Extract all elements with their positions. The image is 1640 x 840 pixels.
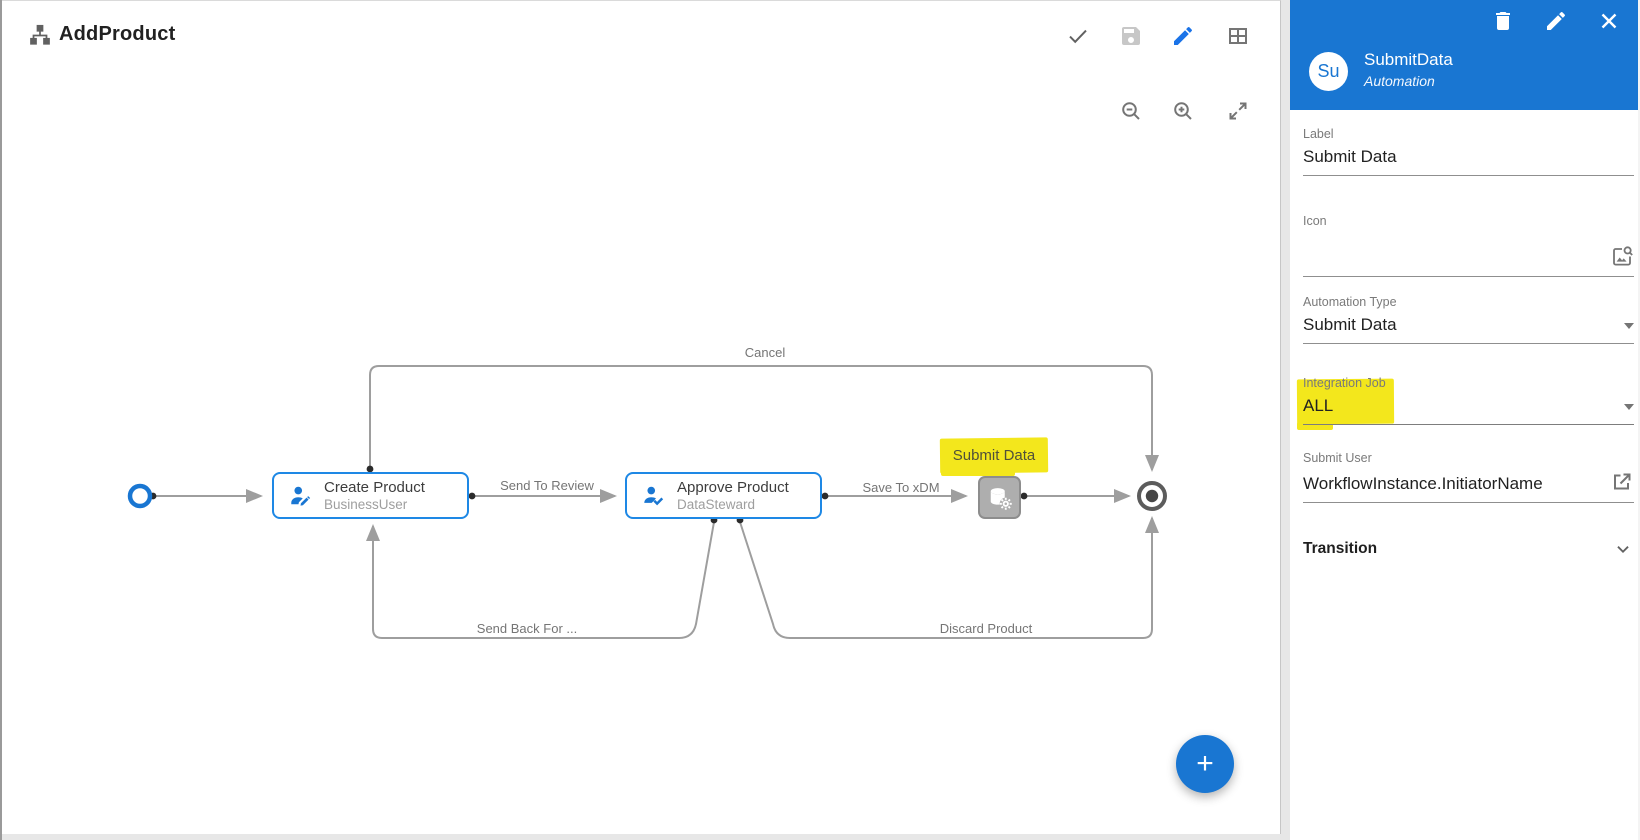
node-subtitle: BusinessUser xyxy=(324,496,408,512)
edit-properties-button[interactable] xyxy=(1544,9,1570,35)
edge-label-send-to-review[interactable]: Send To Review xyxy=(496,478,598,493)
pencil-icon xyxy=(1547,11,1565,31)
node-submit-data-label[interactable]: Submit Data xyxy=(952,447,1036,464)
panel-subtitle: Automation xyxy=(1364,73,1435,89)
user-check-icon xyxy=(644,486,664,506)
table-view-icon xyxy=(1229,28,1247,44)
user-edit-icon xyxy=(291,486,311,506)
close-panel-button[interactable] xyxy=(1597,9,1623,35)
zoom-out-button[interactable] xyxy=(1118,98,1144,124)
node-subtitle: DataSteward xyxy=(677,496,756,512)
transition-section-toggle[interactable]: Transition xyxy=(1303,538,1634,560)
edit-button[interactable] xyxy=(1170,23,1196,49)
window-edge xyxy=(0,0,2,840)
pencil-icon xyxy=(1174,26,1192,45)
edge-label-cancel[interactable]: Cancel xyxy=(740,345,790,360)
edge-label-save-to-xdm[interactable]: Save To xDM xyxy=(858,480,944,495)
field-submit-user-caption: Submit User xyxy=(1303,451,1372,465)
field-integration-job: Integration Job ALL xyxy=(1296,376,1634,430)
submit-data-highlight-tail xyxy=(941,469,1015,476)
plus-icon: + xyxy=(1196,747,1214,780)
edge-cancel xyxy=(369,365,1159,472)
integration-job-value[interactable]: ALL xyxy=(1303,396,1334,415)
submit-user-value[interactable]: WorkflowInstance.InitiatorName xyxy=(1303,474,1543,493)
edge-label-discard[interactable]: Discard Product xyxy=(935,621,1037,636)
workflow-edges xyxy=(127,365,1167,639)
chevron-down-icon[interactable] xyxy=(1624,323,1634,329)
properties-panel: Su SubmitData Automation Label Submit Da… xyxy=(1290,0,1638,840)
check-icon xyxy=(1069,29,1087,44)
close-icon xyxy=(1601,13,1617,29)
save-button[interactable] xyxy=(1118,23,1144,49)
field-submit-user: Submit User WorkflowInstance.InitiatorNa… xyxy=(1303,451,1634,503)
node-submit-data-automation[interactable] xyxy=(978,476,1021,519)
edge-label-send-back[interactable]: Send Back For ... xyxy=(472,621,582,636)
edge-send-back xyxy=(366,521,715,639)
image-search-icon[interactable] xyxy=(1610,244,1634,268)
workflow-canvas[interactable]: AddProduct xyxy=(2,0,1281,834)
node-approve-product[interactable]: Approve Product DataSteward xyxy=(625,472,822,519)
node-title: Create Product xyxy=(324,478,425,496)
avatar: Su xyxy=(1309,52,1348,91)
chevron-down-icon[interactable] xyxy=(1624,404,1634,410)
integration-job-highlight-tail xyxy=(1297,422,1333,430)
workflow-icon xyxy=(30,24,50,45)
open-in-new-icon[interactable] xyxy=(1610,470,1634,494)
submit-user-input[interactable]: WorkflowInstance.InitiatorName xyxy=(1303,470,1634,503)
panel-scrollbar[interactable] xyxy=(1638,0,1640,840)
label-value[interactable]: Submit Data xyxy=(1303,147,1397,166)
zoom-in-button[interactable] xyxy=(1170,98,1196,124)
panel-header: Su SubmitData Automation xyxy=(1290,0,1638,110)
zoom-in-icon xyxy=(1174,102,1192,120)
field-integration-job-caption: Integration Job xyxy=(1303,376,1386,390)
zoom-out-icon xyxy=(1122,102,1140,120)
field-icon-caption: Icon xyxy=(1303,214,1327,228)
page-title: AddProduct xyxy=(59,23,176,45)
transition-section-title: Transition xyxy=(1303,540,1378,557)
edge-discard xyxy=(739,516,1159,639)
icon-input[interactable] xyxy=(1303,233,1634,277)
fit-screen-icon xyxy=(1229,102,1247,120)
node-create-product[interactable]: Create Product BusinessUser xyxy=(272,472,469,519)
field-icon: Icon xyxy=(1303,214,1634,277)
add-button[interactable]: + xyxy=(1176,735,1234,793)
delete-button[interactable] xyxy=(1491,9,1517,35)
field-label: Label Submit Data xyxy=(1303,127,1634,176)
trash-icon xyxy=(1496,12,1510,30)
fit-screen-button[interactable] xyxy=(1225,98,1251,124)
field-automation-type-caption: Automation Type xyxy=(1303,295,1397,309)
label-input[interactable]: Submit Data xyxy=(1303,146,1634,176)
table-view-button[interactable] xyxy=(1225,23,1251,49)
field-label-caption: Label xyxy=(1303,127,1334,141)
chevron-down-icon[interactable] xyxy=(1612,538,1634,560)
panel-title: SubmitData xyxy=(1364,50,1453,69)
integration-job-select[interactable]: ALL xyxy=(1303,395,1634,425)
confirm-button[interactable] xyxy=(1065,23,1091,49)
end-node xyxy=(1137,481,1167,511)
automation-type-select[interactable]: Submit Data xyxy=(1303,314,1634,344)
database-gear-icon xyxy=(990,487,1012,510)
save-icon xyxy=(1122,27,1140,45)
field-automation-type: Automation Type Submit Data xyxy=(1303,295,1634,344)
start-node xyxy=(127,483,153,509)
automation-type-value[interactable]: Submit Data xyxy=(1303,315,1397,334)
node-title: Approve Product xyxy=(677,478,789,496)
